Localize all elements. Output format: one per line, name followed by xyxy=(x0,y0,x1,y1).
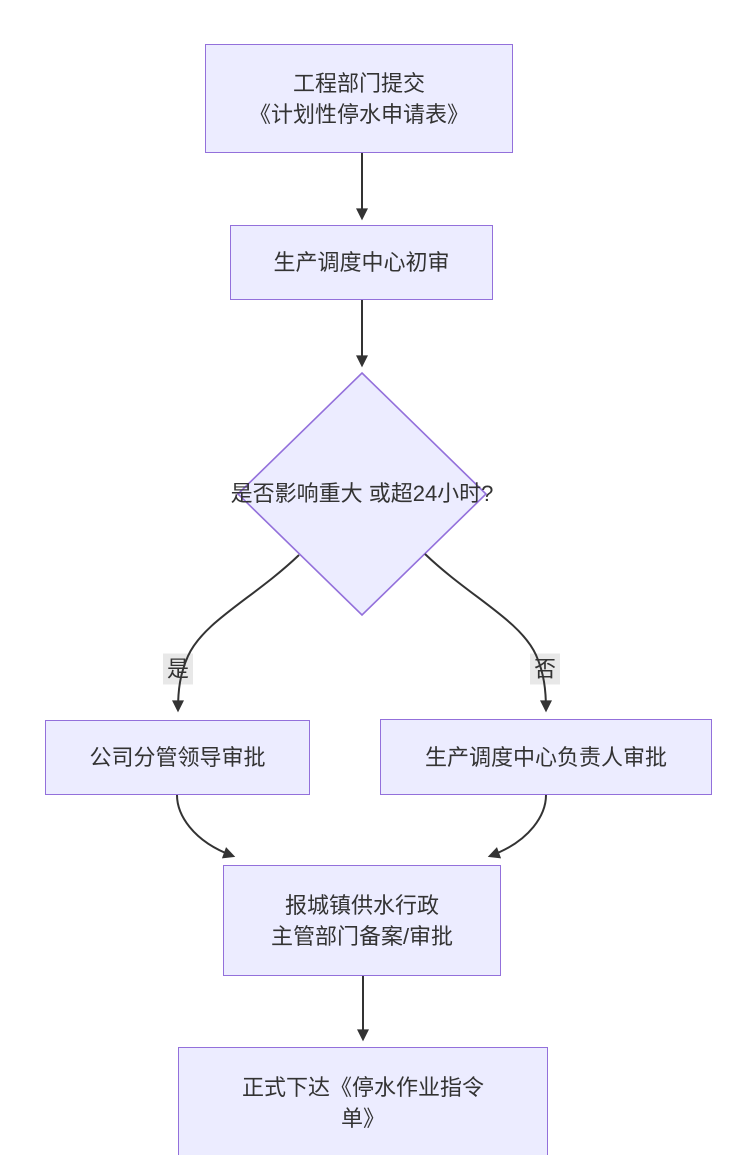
node-leader-approval: 公司分管领导审批 xyxy=(45,720,310,795)
decision-diamond-shape xyxy=(236,371,488,617)
node-text-line: 《计划性停水申请表》 xyxy=(248,101,469,127)
node-text-line: 主管部门备案/审批 xyxy=(270,923,454,949)
node-impact-decision: 是否影响重大 或超24小时? xyxy=(231,478,494,510)
node-text-line: 生产调度中心负责人审批 xyxy=(424,744,667,770)
node-dispatch-head-approval: 生产调度中心负责人审批 xyxy=(380,719,712,795)
node-text-line: 生产调度中心初审 xyxy=(273,250,450,275)
node-submit-application: 工程部门提交 《计划性停水申请表》 xyxy=(205,44,513,153)
edge-label-no: 否 xyxy=(529,653,561,685)
node-text-line: 工程部门提交 xyxy=(292,70,425,96)
node-issue-order: 正式下达《停水作业指令 单》 xyxy=(178,1047,548,1155)
edge-label-yes: 是 xyxy=(162,653,194,685)
node-text-line: 报城镇供水行政 xyxy=(284,892,439,918)
edge-decision-yes-to-leader xyxy=(172,554,300,713)
edge-dispatch-head-to-report xyxy=(487,794,547,859)
node-text-line: 或超24小时? xyxy=(368,481,494,506)
node-text-line: 是否影响重大 xyxy=(230,481,363,506)
node-text-line: 正式下达《停水作业指令 xyxy=(241,1074,484,1100)
node-text-line: 单》 xyxy=(340,1105,385,1131)
edge-leader-to-report xyxy=(176,794,236,859)
node-text-line: 公司分管领导审批 xyxy=(89,745,266,770)
node-initial-review: 生产调度中心初审 xyxy=(230,225,493,300)
edge-decision-no-to-dispatch-head xyxy=(424,553,552,713)
node-report-authority: 报城镇供水行政 主管部门备案/审批 xyxy=(223,865,501,976)
